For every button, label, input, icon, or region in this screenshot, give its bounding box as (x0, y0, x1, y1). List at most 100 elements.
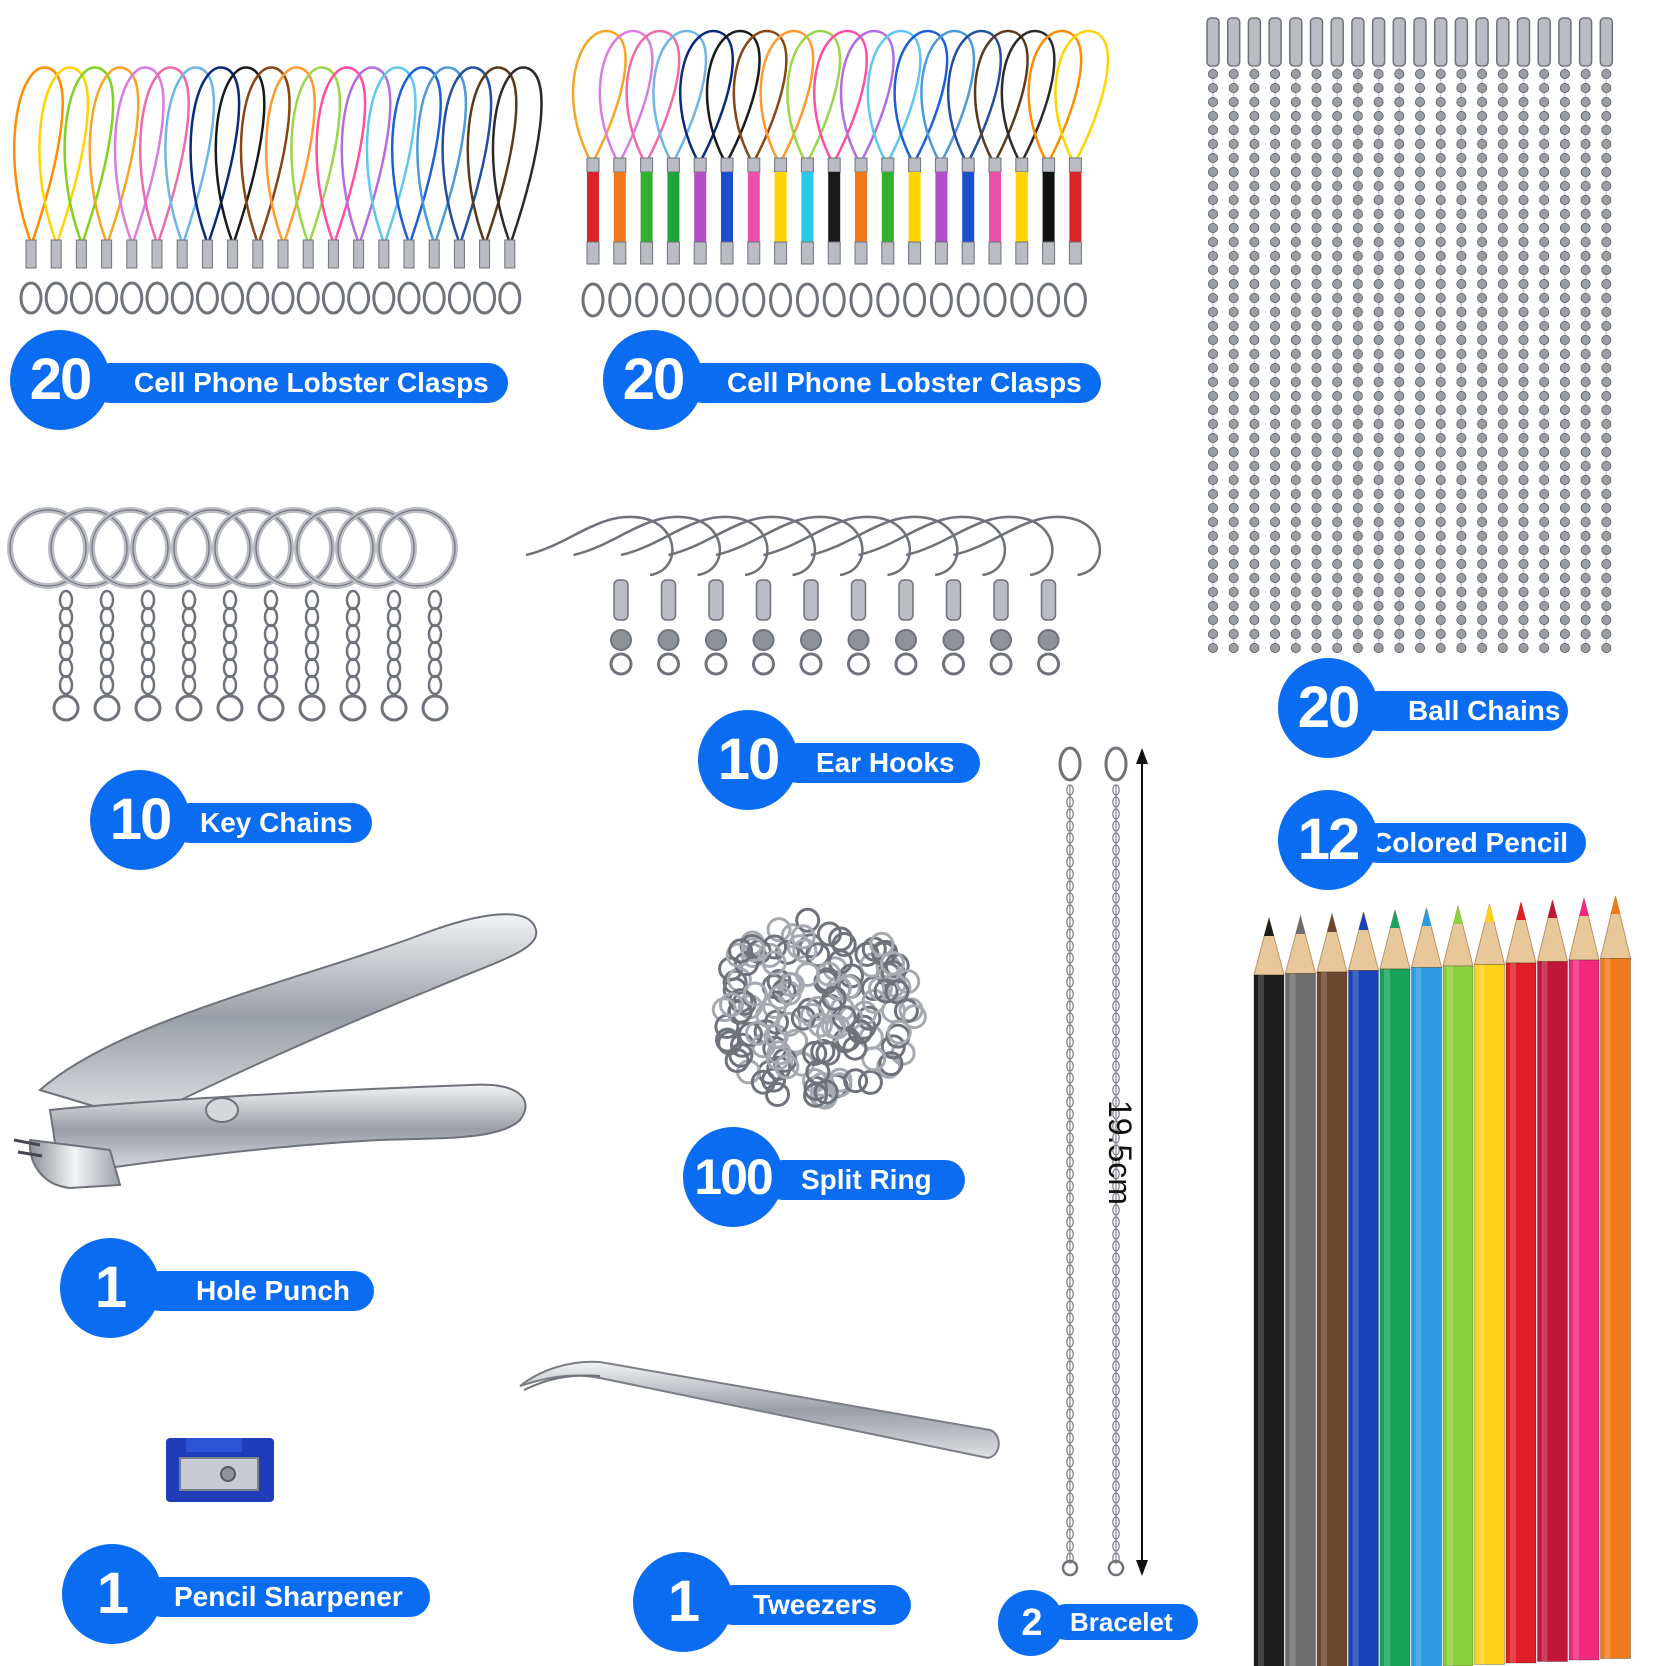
chain-ball (1477, 531, 1488, 542)
chain-ball (1518, 559, 1529, 570)
chain-ball (1559, 573, 1570, 584)
chain-ball (1394, 376, 1405, 387)
chain-ball (1415, 208, 1426, 219)
pencil-lead (1327, 914, 1337, 932)
bracelet-link (1112, 1192, 1120, 1204)
split-ring (719, 992, 744, 1018)
cord-loop (866, 29, 922, 161)
chain-ball (1332, 125, 1343, 136)
chain-ball (1290, 432, 1301, 443)
ear-hook-loop (847, 652, 870, 676)
chain-ball (1208, 460, 1219, 471)
chain-ball (1539, 264, 1550, 275)
bracelet-link (1112, 1552, 1120, 1564)
bracelet-link (1112, 1324, 1120, 1336)
key-ring-edge (378, 509, 456, 587)
split-ring (901, 1004, 927, 1030)
chain-ball (1539, 643, 1550, 654)
split-ring (776, 1011, 802, 1037)
pencil-lead (1516, 902, 1526, 920)
cord-loop (571, 29, 627, 161)
chain-ball (1394, 460, 1405, 471)
lobster-clasp (769, 282, 793, 318)
bracelet-link (1112, 904, 1120, 916)
chain-ball (1290, 334, 1301, 345)
ball-chain-clasp (1599, 17, 1614, 67)
chain-ball (1352, 376, 1363, 387)
bracelet-link (1112, 1276, 1120, 1288)
chain-link (99, 606, 115, 628)
chain-ball (1311, 194, 1322, 205)
chain-link (386, 606, 402, 628)
chain-ball (1249, 587, 1260, 598)
chain-ball (1559, 615, 1570, 626)
bracelet-link (1112, 1180, 1120, 1192)
chain-ball (1456, 390, 1467, 401)
chain-ball (1435, 432, 1446, 443)
chain-ball (1435, 643, 1446, 654)
bracelet-link (1066, 1204, 1074, 1216)
chain-ball (1208, 236, 1219, 247)
chain-ball (1270, 250, 1281, 261)
chain-ball (1559, 474, 1570, 485)
chain-link (263, 657, 279, 679)
chain-ball (1290, 152, 1301, 163)
chain-ball (1518, 111, 1529, 122)
bracelet-link (1066, 964, 1074, 976)
split-ring (805, 942, 831, 968)
chain-ball (1415, 320, 1426, 331)
cord-loop (705, 29, 761, 161)
badge-split-ring: Split Ring 100 (683, 1127, 965, 1227)
chain-ball (1373, 418, 1384, 429)
ear-hook-wire (715, 515, 864, 577)
ear-hook-wire (953, 515, 1102, 577)
braided-cord (855, 172, 867, 242)
bracelet-link (1066, 940, 1074, 952)
badge-key-chains: Key Chains 10 (90, 770, 372, 870)
chain-ball (1228, 601, 1239, 612)
cord-loop (138, 66, 190, 241)
chain-ball (1373, 83, 1384, 94)
chain-ball (1228, 531, 1239, 542)
chain-ball (1601, 69, 1612, 80)
clasp-crimp (640, 241, 654, 265)
chain-ball (1352, 125, 1363, 136)
chain-ball (1352, 446, 1363, 457)
chain-ball (1580, 474, 1591, 485)
chain-ball (1415, 306, 1426, 317)
chain-ball (1332, 587, 1343, 598)
chain-ball (1332, 545, 1343, 556)
chain-ball (1435, 166, 1446, 177)
chain-ball (1539, 418, 1550, 429)
chain-ball (1539, 629, 1550, 640)
chain-ball (1311, 348, 1322, 359)
bracelet-link (1066, 784, 1074, 796)
bracelet-link (1066, 844, 1074, 856)
chain-ball (1352, 334, 1363, 345)
chain-ball (1435, 404, 1446, 415)
braided-cord (935, 172, 948, 242)
chain-ball (1290, 376, 1301, 387)
chain-ball (1311, 208, 1322, 219)
bracelets-group (1058, 746, 1148, 1577)
bracelet-link (1112, 1084, 1120, 1096)
clasp-crimp (747, 157, 761, 173)
bracelet-link (1066, 1456, 1074, 1468)
clasp-crimp (327, 239, 339, 269)
ball-chain-clasp (1206, 17, 1220, 67)
chain-ball (1373, 208, 1384, 219)
chain-ball (1477, 446, 1488, 457)
chain-ball (1373, 559, 1384, 570)
chain-ball (1270, 362, 1281, 373)
chain-ball (1394, 502, 1405, 513)
chain-ball (1270, 264, 1281, 275)
clasp-crimp (747, 241, 761, 265)
bracelet-link (1066, 1324, 1074, 1336)
chain-ball (1249, 208, 1260, 219)
ear-hook-coil (803, 579, 819, 621)
chain-ball (1332, 97, 1343, 108)
chain-ball (1249, 601, 1260, 612)
chain-ball (1477, 264, 1488, 275)
chain-ball (1228, 376, 1239, 387)
ball-chain-clasp (1351, 17, 1365, 67)
